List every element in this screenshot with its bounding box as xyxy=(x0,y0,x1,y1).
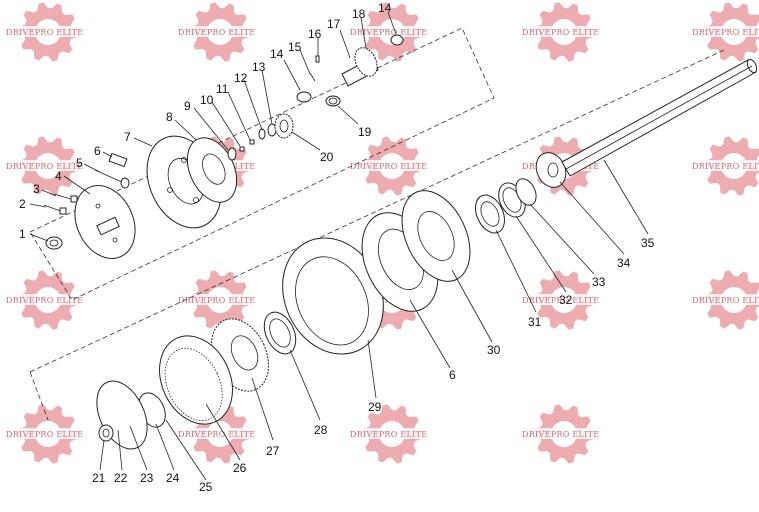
watermark-gear-logo-0 xyxy=(2,2,94,62)
part-19-oring xyxy=(325,95,341,107)
callout-12: 12 xyxy=(234,71,248,85)
callout-35: 35 xyxy=(641,236,655,250)
part-6-stud xyxy=(108,152,128,168)
watermark-text-17: DRIVEPRO ELITE xyxy=(350,430,427,439)
part-15-pin xyxy=(309,72,316,82)
part-29-housing xyxy=(282,237,384,355)
watermark-text-14: DRIVEPRO ELITE xyxy=(692,296,759,305)
part-17-input-shaft xyxy=(341,47,379,87)
leader-lines xyxy=(29,11,649,481)
watermark-gear-logo-18 xyxy=(518,404,610,464)
callout-27: 27 xyxy=(266,444,280,458)
callout-33: 33 xyxy=(592,275,606,289)
watermark-gear-logo-5 xyxy=(2,136,94,196)
part-31-bearing xyxy=(474,194,506,234)
callout-25: 25 xyxy=(199,480,213,494)
callout-10: 10 xyxy=(200,93,214,107)
part-14-top-oring xyxy=(390,34,404,46)
part-5-bolt xyxy=(94,169,130,189)
part-30-spindle-housing xyxy=(401,190,471,282)
watermark-gear-logo-14 xyxy=(688,270,759,330)
part-28-bearing xyxy=(263,311,297,355)
watermark-text-0: DRIVEPRO ELITE xyxy=(6,28,83,37)
watermark-text-4: DRIVEPRO ELITE xyxy=(692,28,759,37)
watermark-text-2: DRIVEPRO ELITE xyxy=(350,28,427,37)
callout-1: 1 xyxy=(19,227,26,241)
part-20-planet-gear xyxy=(274,113,294,139)
callout-11: 11 xyxy=(216,82,229,96)
part-8-carrier xyxy=(186,137,238,203)
callout-24: 24 xyxy=(166,471,180,485)
callout-9: 9 xyxy=(184,99,191,113)
callout-15: 15 xyxy=(288,40,302,54)
callout-16: 16 xyxy=(308,27,322,41)
watermark-gear-logo-10 xyxy=(2,270,94,330)
watermark-text-15: DRIVEPRO ELITE xyxy=(6,430,83,439)
callout-numbers: 1 2 3 4 5 6 7 8 9 10 11 12 13 14 15 16 1… xyxy=(19,1,655,494)
watermark-gear-logo-1 xyxy=(174,2,266,62)
callout-21: 21 xyxy=(92,471,106,485)
callout-26: 26 xyxy=(233,461,247,475)
callout-23: 23 xyxy=(140,471,154,485)
part-35-shaft xyxy=(561,58,758,177)
watermark-text-18: DRIVEPRO ELITE xyxy=(522,430,599,439)
callout-7: 7 xyxy=(124,130,131,144)
callout-20: 20 xyxy=(320,150,334,164)
part-21-washer xyxy=(98,424,114,442)
watermark-gear-logo-3 xyxy=(518,2,610,62)
watermark-text-9: DRIVEPRO ELITE xyxy=(692,162,759,171)
callout-28: 28 xyxy=(314,423,328,437)
part-34-output-flange xyxy=(535,152,567,188)
watermark-text-1: DRIVEPRO ELITE xyxy=(178,28,255,37)
callout-22: 22 xyxy=(114,471,128,485)
part-3-screw xyxy=(53,193,78,203)
callout-18: 18 xyxy=(352,7,366,21)
callout-5: 5 xyxy=(76,156,83,170)
callout-3: 3 xyxy=(33,182,40,196)
part-12-washer xyxy=(258,128,266,140)
callout-30: 30 xyxy=(487,343,501,357)
part-11-pin xyxy=(249,139,255,145)
watermark-text-3: DRIVEPRO ELITE xyxy=(522,28,599,37)
part-1-plug xyxy=(45,236,63,250)
callout-29: 29 xyxy=(368,400,382,414)
callout-19: 19 xyxy=(358,125,372,139)
watermark-text-11: DRIVEPRO ELITE xyxy=(178,296,255,305)
dashed-outline xyxy=(29,27,725,421)
watermark-text-10: DRIVEPRO ELITE xyxy=(6,296,83,305)
callout-32: 32 xyxy=(559,293,573,307)
callout-14: 14 xyxy=(270,47,284,61)
part-16-pin xyxy=(315,55,320,63)
part-26-ring-gear xyxy=(159,335,233,425)
watermark-gear-logo-17 xyxy=(346,404,438,464)
watermark-text-13: DRIVEPRO ELITE xyxy=(522,296,599,305)
watermark-text-16: DRIVEPRO ELITE xyxy=(178,430,255,439)
watermark-gear-logo-13 xyxy=(518,270,610,330)
part-9-ring xyxy=(227,147,237,161)
part-14-oring xyxy=(296,91,312,103)
part-10-pin xyxy=(239,146,245,152)
callout-8: 8 xyxy=(166,110,173,124)
callout-34: 34 xyxy=(617,256,631,270)
watermark-gear-logo-9 xyxy=(688,136,759,196)
callout-6: 6 xyxy=(94,144,101,158)
watermark-text-7: DRIVEPRO ELITE xyxy=(350,162,427,171)
callout-13: 13 xyxy=(252,60,266,74)
part-4-cover-plate xyxy=(74,185,136,259)
callout-31: 31 xyxy=(528,315,542,329)
callout-14b: 14 xyxy=(378,1,392,15)
watermark-gear-logo-11 xyxy=(174,270,266,330)
part-33-ring xyxy=(515,178,537,206)
callout-2: 2 xyxy=(19,197,26,211)
part-2-screw xyxy=(43,204,67,215)
watermark-gear-logo-7 xyxy=(346,136,438,196)
watermark-text-5: DRIVEPRO ELITE xyxy=(6,162,83,171)
watermark-gear-logo-15 xyxy=(2,404,94,464)
callout-17: 17 xyxy=(327,17,341,31)
callout-6b: 6 xyxy=(449,368,456,382)
callout-4: 4 xyxy=(55,169,62,183)
watermark-gear-logo-4 xyxy=(688,2,759,62)
